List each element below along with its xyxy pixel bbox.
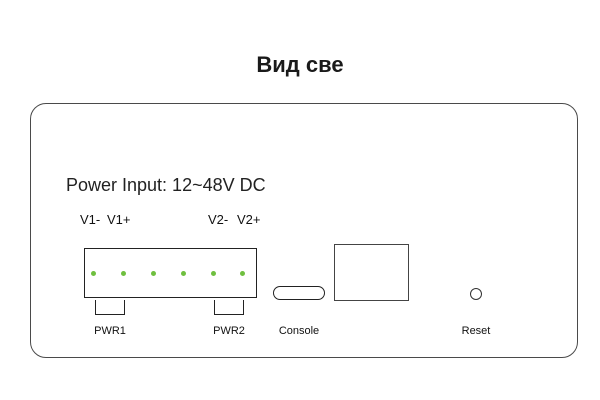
- terminal-pin-3: [151, 271, 156, 276]
- terminal-pin-v1-plus: [121, 271, 126, 276]
- page-title: Вид све: [256, 52, 344, 77]
- pwr1-label: PWR1: [94, 325, 126, 337]
- console-port: [273, 286, 325, 300]
- terminal-pin-v1-minus: [91, 271, 96, 276]
- v1-plus-label: V1+: [107, 212, 131, 227]
- power-input-label: Power Input: 12~48V DC: [66, 175, 266, 195]
- pwr2-bracket: [214, 300, 244, 315]
- power-terminal-block: [84, 248, 257, 298]
- terminal-pin-v2-plus: [240, 271, 245, 276]
- console-label: Console: [278, 325, 320, 337]
- rj45-port: [334, 244, 409, 301]
- device-front-panel: [30, 103, 578, 358]
- terminal-pin-4: [181, 271, 186, 276]
- reset-button: [470, 288, 482, 300]
- v2-minus-label: V2-: [208, 212, 229, 227]
- pwr1-bracket: [95, 300, 125, 315]
- pwr2-label: PWR2: [213, 325, 245, 337]
- terminal-pin-v2-minus: [211, 271, 216, 276]
- v1-minus-label: V1-: [80, 212, 101, 227]
- reset-label: Reset: [461, 325, 491, 337]
- v2-plus-label: V2+: [237, 212, 261, 227]
